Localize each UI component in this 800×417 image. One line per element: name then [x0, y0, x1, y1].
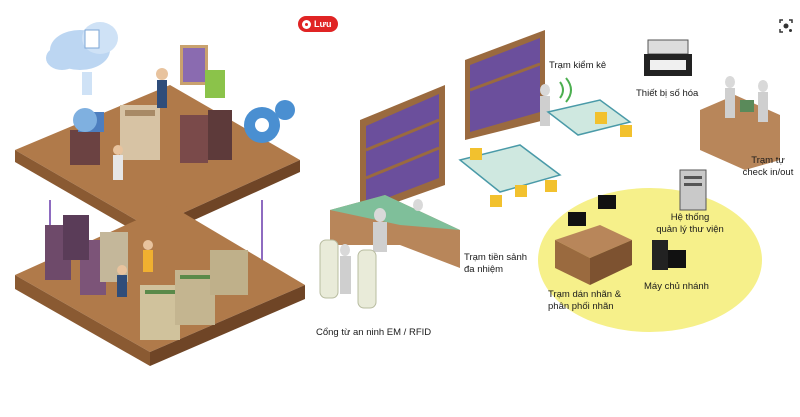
library-system-label-line1: Hệ thống	[670, 212, 710, 223]
self-checkin-label: Trạm tự check in/out	[738, 155, 798, 179]
self-checkin-label-line1: Trạm tự	[751, 155, 785, 166]
lobby-station-label: Trạm tiền sảnh đa nhiệm	[464, 252, 527, 276]
security-gate-illustration	[319, 239, 377, 309]
inventory-station-label: Trạm kiểm kê	[549, 60, 607, 71]
library-system-label-line2: quản lý thư viện	[656, 224, 724, 235]
branch-server-label: Máy chủ nhánh	[644, 281, 709, 292]
labeling-station-label: Trạm dán nhãn & phân phối nhãn	[548, 289, 621, 313]
self-checkin-label-line2: check in/out	[742, 167, 794, 178]
library-system-label: Hệ thống quản lý thư viện	[640, 212, 740, 236]
save-icon	[302, 19, 311, 29]
server-building-illustration	[15, 22, 305, 366]
labeling-station-label-line1: Trạm dán nhãn &	[548, 289, 622, 300]
labeling-station-label-line2: phân phối nhãn	[548, 301, 614, 312]
lens-icon[interactable]	[778, 18, 794, 34]
labeling-station-illustration	[555, 195, 632, 285]
self-checkin-illustration	[700, 76, 780, 170]
library-server-illustration	[679, 169, 707, 211]
cloud-icon	[46, 22, 118, 95]
library-scene-illustration	[319, 30, 780, 332]
save-button[interactable]: Lưu	[298, 16, 338, 32]
save-button-label: Lưu	[314, 19, 332, 29]
digitizer-label: Thiết bị số hóa	[636, 88, 699, 99]
gear-icon	[73, 100, 295, 143]
server-racks	[45, 215, 248, 340]
lobby-station-label-line2: đa nhiệm	[464, 264, 504, 275]
branch-server-illustration	[652, 240, 686, 270]
lobby-station-label-line1: Trạm tiền sảnh	[464, 252, 528, 263]
digitizer-illustration	[644, 39, 692, 76]
security-gate-label: Cổng từ an ninh EM / RFID	[316, 327, 432, 338]
